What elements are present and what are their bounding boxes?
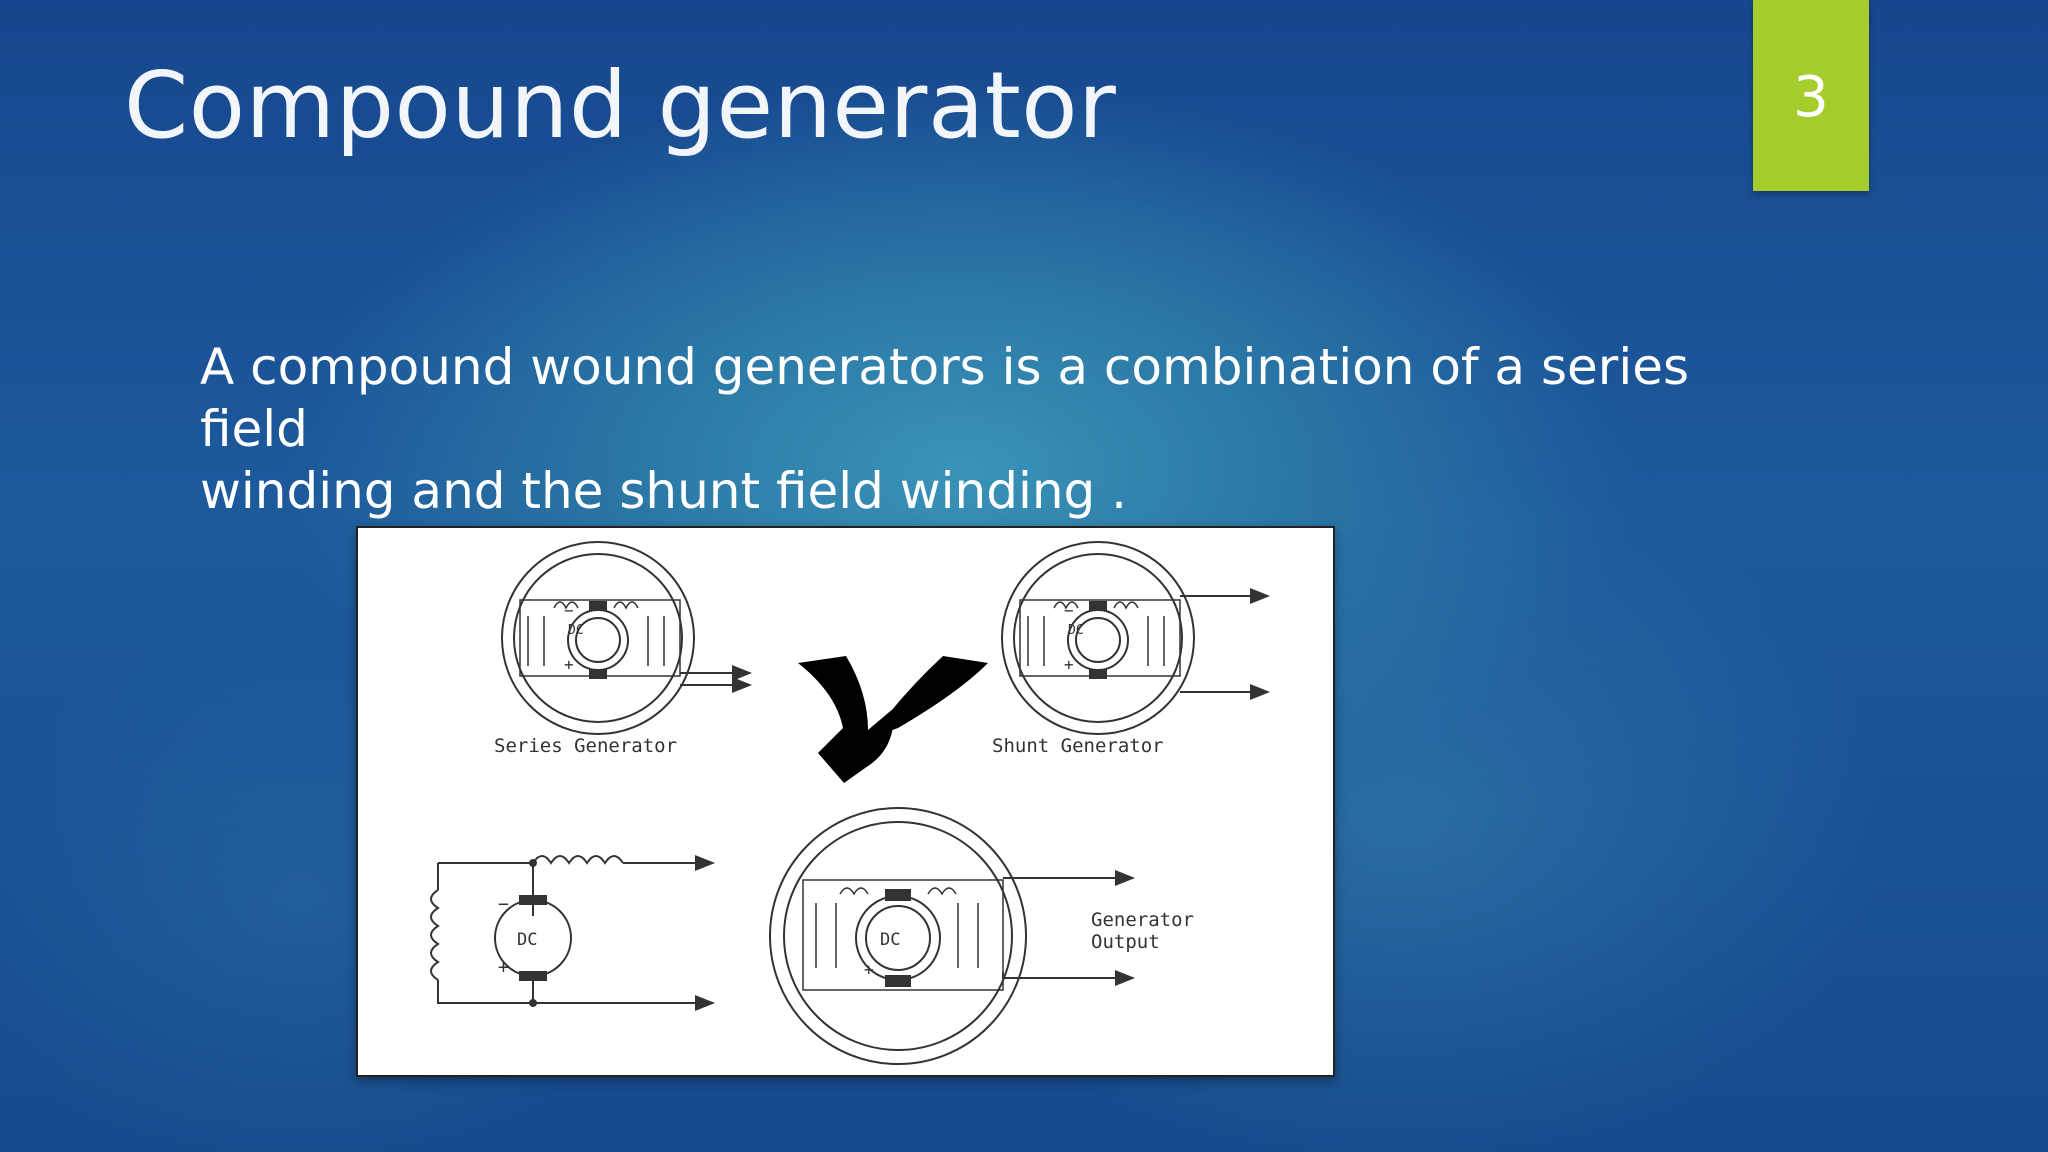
generator-output-label-line-1: Generator — [1091, 909, 1194, 931]
compound-generator-diagram: DC + − Series Generator DC + − Shunt Gen… — [356, 526, 1335, 1077]
compound-schematic-plus: + — [498, 957, 509, 978]
compound-generator-drawing — [769, 807, 1135, 1065]
shunt-generator-label: Shunt Generator — [992, 735, 1164, 757]
compound-schematic-dc-label: DC — [517, 930, 537, 950]
shunt-generator-drawing — [1001, 541, 1270, 735]
compound-schematic — [430, 855, 715, 1011]
body-text-line-1: A compound wound generators is a combina… — [200, 338, 1690, 458]
series-dc-label: DC — [568, 623, 584, 638]
shunt-minus-sign: − — [1064, 601, 1074, 620]
compound-generator-plus: + — [864, 960, 874, 979]
body-text: A compound wound generators is a combina… — [200, 336, 1720, 522]
merge-arrow-icon — [798, 656, 988, 783]
series-generator-label: Series Generator — [494, 735, 677, 757]
body-text-line-2: winding and the shunt field winding . — [200, 462, 1128, 520]
compound-generator-dc-label: DC — [880, 930, 900, 950]
shunt-dc-label: DC — [1068, 623, 1084, 638]
compound-schematic-minus: − — [498, 894, 509, 915]
page-number: 3 — [1793, 65, 1829, 130]
generator-output-label-line-2: Output — [1091, 931, 1160, 953]
series-plus-sign: + — [564, 655, 574, 674]
series-minus-sign: − — [564, 601, 574, 620]
series-generator-drawing — [501, 541, 752, 735]
shunt-plus-sign: + — [1064, 655, 1074, 674]
slide-title: Compound generator — [124, 52, 1117, 159]
page-number-badge: 3 — [1753, 0, 1869, 191]
diagram-svg: DC + − Series Generator DC + − Shunt Gen… — [430, 541, 1270, 1065]
